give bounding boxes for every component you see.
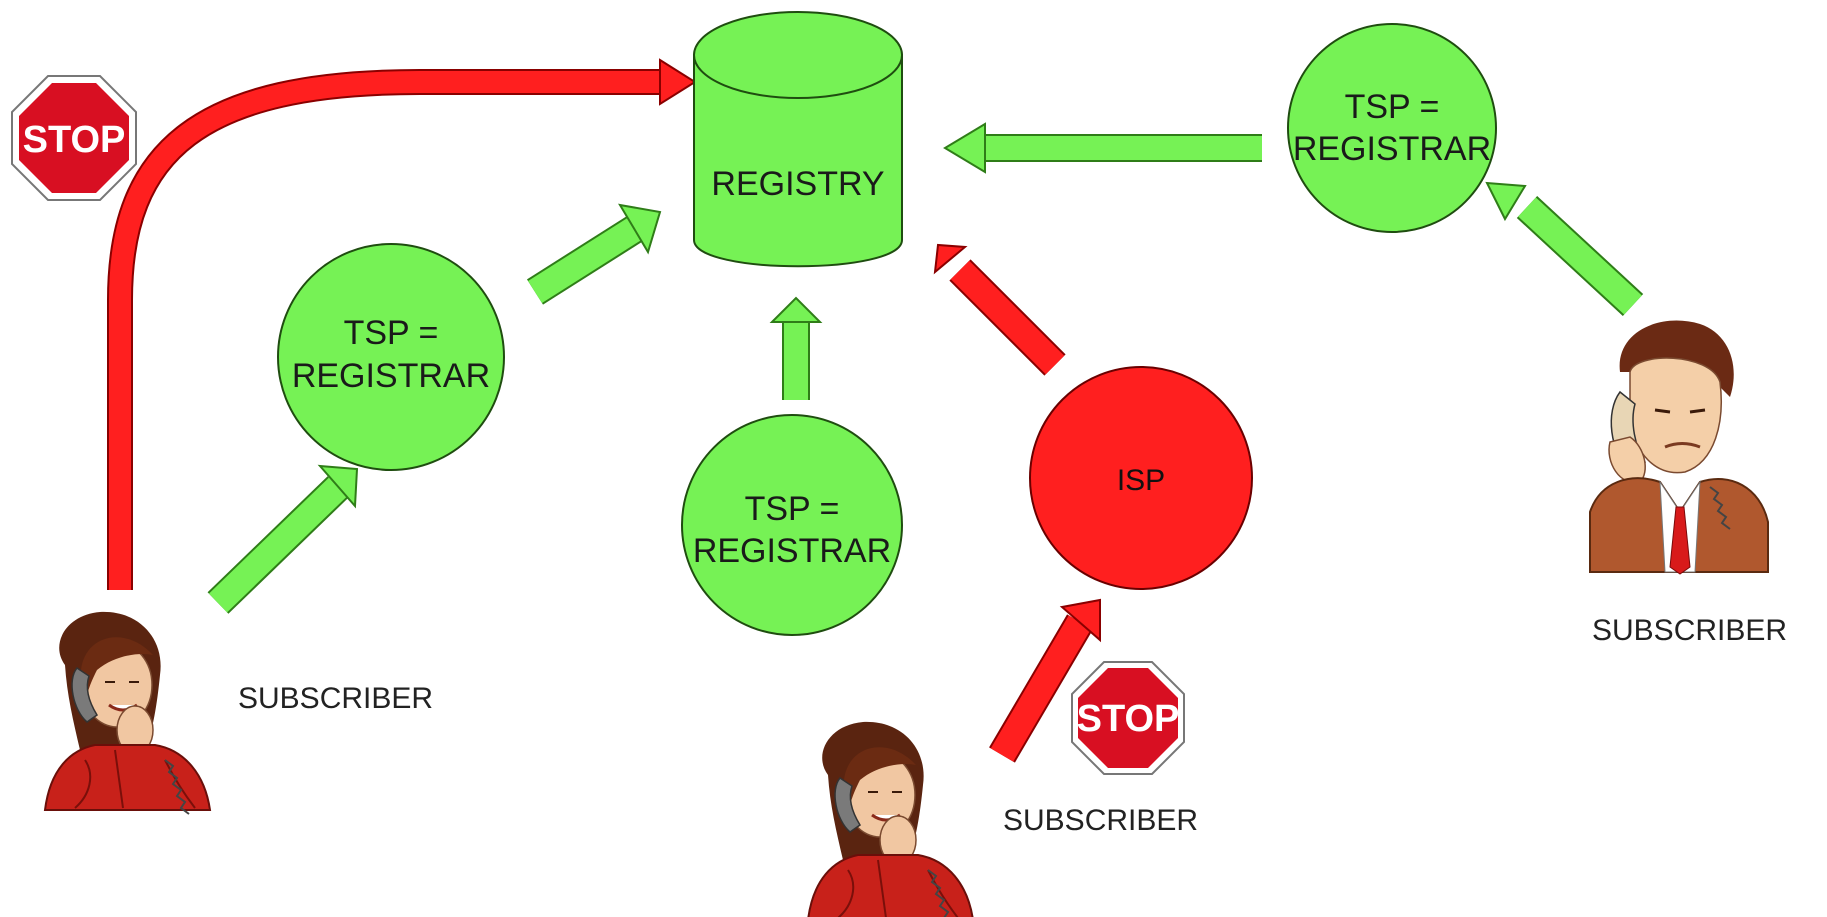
tsp-registrar-right: TSP = REGISTRAR [1287,23,1497,233]
woman-on-phone-icon [43,610,212,816]
stop-sign-icon-left: STOP [11,75,137,201]
blocked-arrow-bottom-subscriber-to-isp [989,598,1101,763]
allowed-arrow-left-tsp-to-registry [526,203,662,305]
stop-sign-icon-bottom: STOP [1071,661,1185,775]
subscriber-right-label: SUBSCRIBER [1592,614,1787,647]
blocked-arrow-isp-to-registry [933,243,1066,376]
isp-node: ISP [1029,366,1253,590]
woman-on-phone-icon [806,720,975,917]
allowed-arrow-right-subscriber-to-tsp [1485,181,1644,317]
tsp-right-line1: TSP = [1345,88,1440,126]
registry-label: REGISTRY [711,165,884,203]
blocked-arrow-left-subscriber-to-registry [107,58,697,590]
subscriber-left-label: SUBSCRIBER [238,682,433,715]
stop-sign-left-text: STOP [23,119,126,161]
tsp-left-line1: TSP = [344,314,439,352]
subscriber-left: SUBSCRIBER [43,610,433,816]
tsp-center-line2: REGISTRAR [693,532,891,570]
allowed-arrow-right-tsp-to-registry [943,122,1262,174]
tsp-center-line1: TSP = [745,490,840,528]
tsp-registrar-center: TSP = REGISTRAR [681,414,903,636]
subscriber-bottom: SUBSCRIBER [806,720,1198,917]
allowed-arrow-left-subscriber-to-tsp [207,464,359,614]
allowed-arrow-center-tsp-to-registry [769,296,823,400]
tsp-left-line2: REGISTRAR [292,357,490,395]
registry-database: REGISTRY [693,11,903,268]
tsp-registrar-left: TSP = REGISTRAR [277,243,505,471]
subscriber-right: SUBSCRIBER [1588,319,1787,647]
stop-sign-bottom-text: STOP [1077,698,1180,740]
tsp-right-line2: REGISTRAR [1293,130,1491,168]
man-on-phone-icon [1588,319,1770,576]
subscriber-bottom-label: SUBSCRIBER [1003,804,1198,837]
isp-label: ISP [1117,464,1165,497]
